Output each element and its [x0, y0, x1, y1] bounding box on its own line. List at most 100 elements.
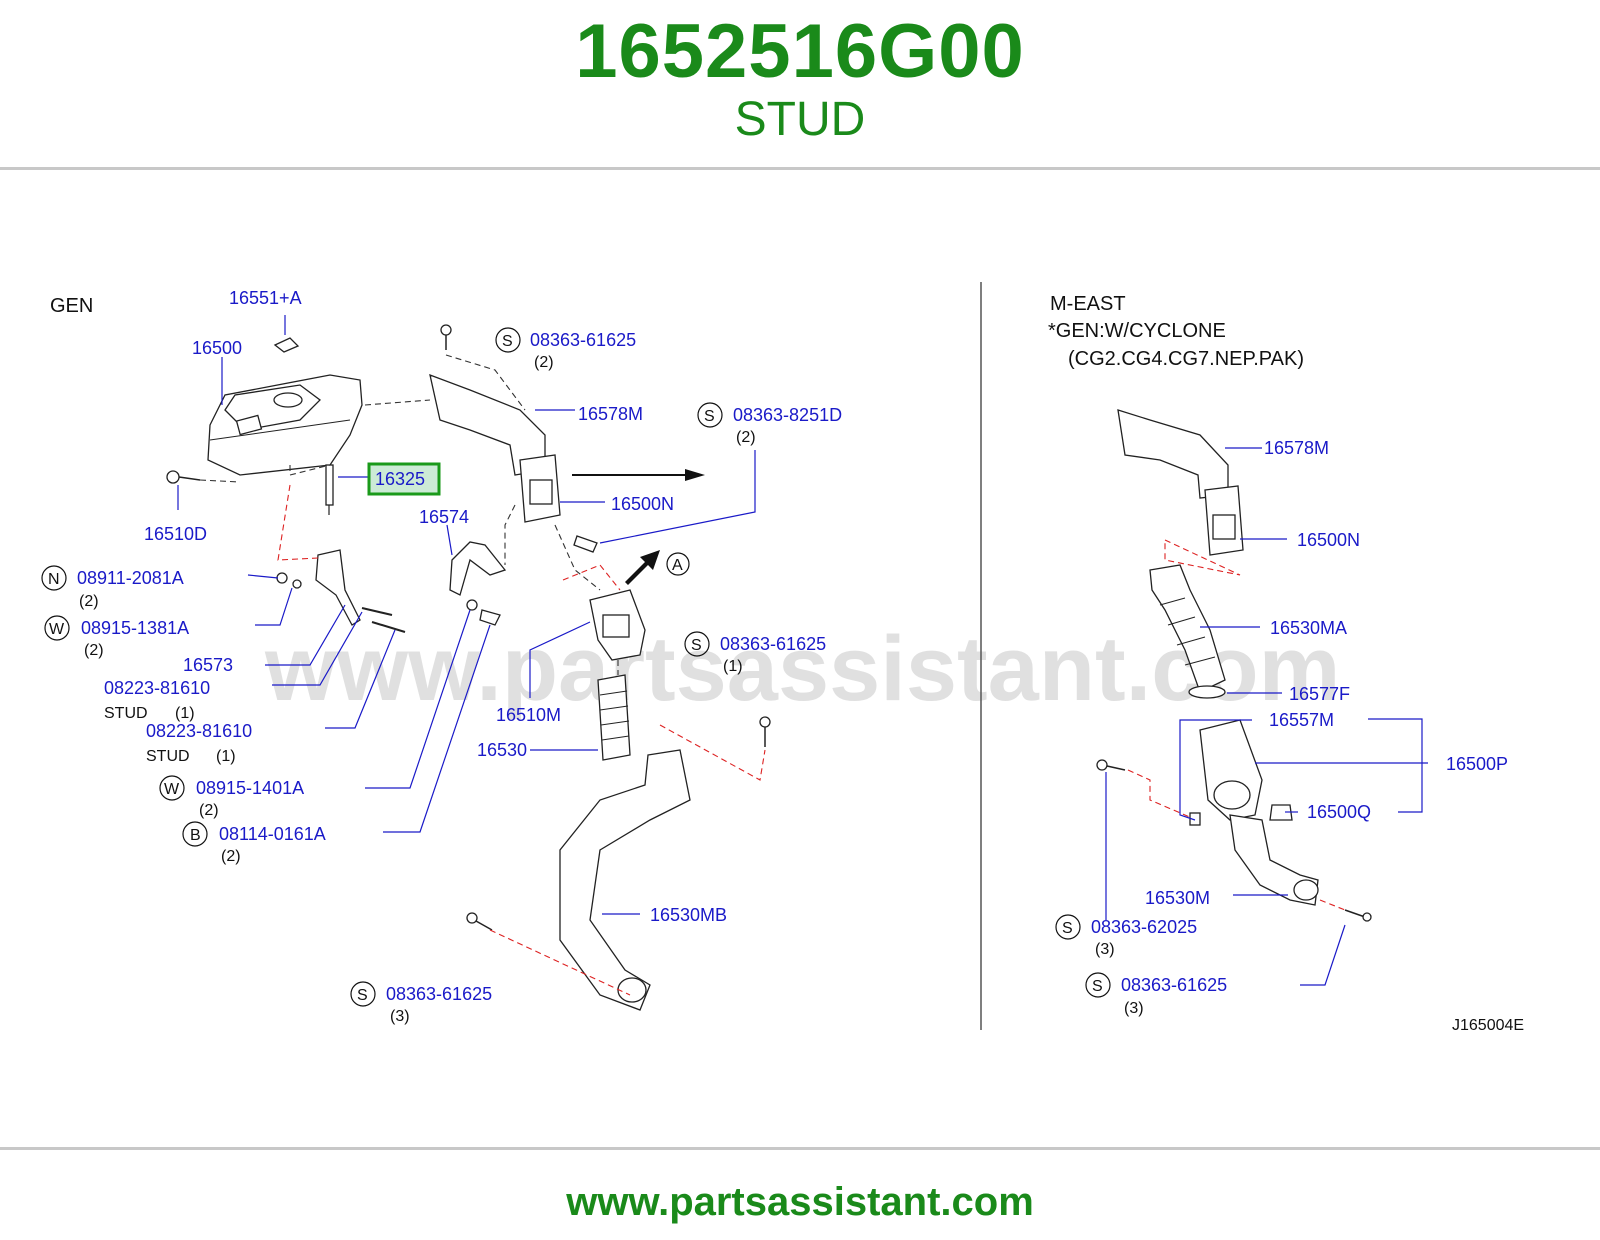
label-16500Q[interactable]: 16500Q	[1307, 802, 1371, 822]
qty-08911: (2)	[79, 593, 99, 610]
footer-website-link[interactable]: www.partsassistant.com	[566, 1180, 1034, 1224]
leader-line	[1368, 718, 1423, 813]
qty-bottom: (3)	[390, 1008, 410, 1025]
header-divider	[0, 167, 1600, 170]
label-08363-61625-top[interactable]: 08363-61625	[530, 330, 636, 350]
red-dashed-connector	[489, 929, 631, 996]
label-08114-0161A[interactable]: 08114-0161A	[219, 824, 326, 844]
leader-line	[599, 450, 756, 544]
label-08363-8251D[interactable]: 08363-8251D	[733, 405, 842, 425]
qty-top: (2)	[534, 354, 554, 371]
label-08363-61625-bottom[interactable]: 08363-61625	[386, 984, 492, 1004]
highlighted-part-box[interactable]	[367, 462, 441, 496]
label-16530MB[interactable]: 16530MB	[650, 905, 727, 925]
label-08911-2081A[interactable]: 08911-2081A	[77, 568, 184, 588]
label-16557M[interactable]: 16557M	[1269, 710, 1334, 730]
stud-label-b: STUD	[146, 748, 190, 765]
bolt-part-16510D	[166, 470, 201, 484]
symbol-circle-B	[182, 821, 208, 847]
leader-line	[446, 524, 453, 556]
symbol-S: S	[1062, 920, 1073, 937]
label-16500N-right[interactable]: 16500N	[1297, 530, 1360, 550]
bracket-part-16574	[449, 541, 507, 596]
symbol-B: B	[190, 827, 201, 844]
label-16578M-right[interactable]: 16578M	[1264, 438, 1329, 458]
leader-line	[265, 604, 346, 666]
label-16573[interactable]: 16573	[183, 655, 233, 675]
label-08363-61625-mid[interactable]: 08363-61625	[720, 634, 826, 654]
watermark-text: www.partsassistant.com	[264, 618, 1340, 720]
qty-1401: (2)	[199, 802, 219, 819]
bolt-part-62025	[1096, 759, 1126, 771]
symbol-circle-W	[44, 615, 70, 641]
label-16551A[interactable]: 16551+A	[229, 288, 302, 308]
label-08223-81610-a[interactable]: 08223-81610	[104, 678, 210, 698]
qty-stud-a: (1)	[175, 705, 195, 722]
symbol-circle-S	[350, 981, 376, 1007]
red-dashed-connector	[277, 484, 319, 561]
bolt-part-mid	[759, 716, 771, 747]
symbol-circle-N	[41, 565, 67, 591]
highlighted-part-label[interactable]: 16325	[375, 469, 425, 489]
hose-part-16530	[597, 674, 631, 761]
label-16500[interactable]: 16500	[192, 338, 242, 358]
clip-part-16551	[273, 337, 300, 353]
red-dashed-connector	[1127, 769, 1193, 819]
dashed-connector	[504, 504, 516, 565]
stud-part-a	[361, 607, 393, 616]
label-16500P[interactable]: 16500P	[1446, 754, 1508, 774]
symbol-S: S	[704, 408, 715, 425]
label-16500N-left[interactable]: 16500N	[611, 494, 674, 514]
nut-part	[276, 572, 288, 584]
callout-circle-A	[666, 552, 690, 576]
section-title-gen: GEN	[50, 295, 93, 317]
cyclone-part-16500P	[1199, 719, 1263, 821]
bolt-part-61625-right	[1344, 909, 1372, 922]
symbol-W: W	[49, 621, 65, 638]
label-08363-61625-right[interactable]: 08363-61625	[1121, 975, 1227, 995]
red-dashed-connector	[659, 724, 766, 781]
section-subtitle-cyclone: *GEN:W/CYCLONE	[1048, 320, 1226, 342]
label-16577F[interactable]: 16577F	[1289, 684, 1350, 704]
symbol-circle-W	[159, 775, 185, 801]
washer-part-1401	[466, 599, 478, 611]
duct-part-16578M-right	[1117, 409, 1244, 556]
red-dashed-connector	[562, 564, 621, 591]
leader-line	[365, 609, 471, 789]
qty-mid: (1)	[723, 658, 743, 675]
label-08915-1381A[interactable]: 08915-1381A	[81, 618, 189, 638]
label-08915-1401A[interactable]: 08915-1401A	[196, 778, 304, 798]
section-title-meast: M-EAST	[1050, 293, 1126, 315]
bolt-part-top	[440, 324, 452, 350]
label-16530M[interactable]: 16530M	[1145, 888, 1210, 908]
symbol-S: S	[502, 333, 513, 350]
page-header: 1652516G00 STUD	[0, 0, 1600, 168]
qty-stud-b: (1)	[216, 748, 236, 765]
dashed-connector	[364, 399, 431, 406]
label-16510D[interactable]: 16510D	[144, 524, 207, 544]
symbol-circle-S	[697, 402, 723, 428]
label-16510M[interactable]: 16510M	[496, 705, 561, 725]
label-16578M-left[interactable]: 16578M	[578, 404, 643, 424]
label-08223-81610-b[interactable]: 08223-81610	[146, 721, 252, 741]
label-08363-62025[interactable]: 08363-62025	[1091, 917, 1197, 937]
symbol-circle-S	[495, 327, 521, 353]
stud-part-16325	[325, 464, 334, 515]
duct-part-16578M	[429, 373, 561, 523]
qty-61625-right: (3)	[1124, 1000, 1144, 1017]
symbol-W: W	[164, 781, 180, 798]
clamp-part-16577F	[1188, 685, 1226, 699]
dashed-connector	[199, 479, 241, 483]
bolt-part-8251D	[573, 535, 598, 553]
footer-divider	[0, 1147, 1600, 1150]
symbol-S: S	[1092, 978, 1103, 995]
label-16530[interactable]: 16530	[477, 740, 527, 760]
part-name-subtitle: STUD	[734, 93, 866, 146]
label-16574[interactable]: 16574	[419, 507, 469, 527]
washer-part	[292, 579, 302, 589]
leader-line	[247, 574, 279, 579]
red-dashed-connector	[1164, 539, 1241, 576]
symbol-S: S	[357, 987, 368, 1004]
arrow-to-A	[625, 550, 660, 585]
label-16530MA[interactable]: 16530MA	[1270, 618, 1347, 638]
